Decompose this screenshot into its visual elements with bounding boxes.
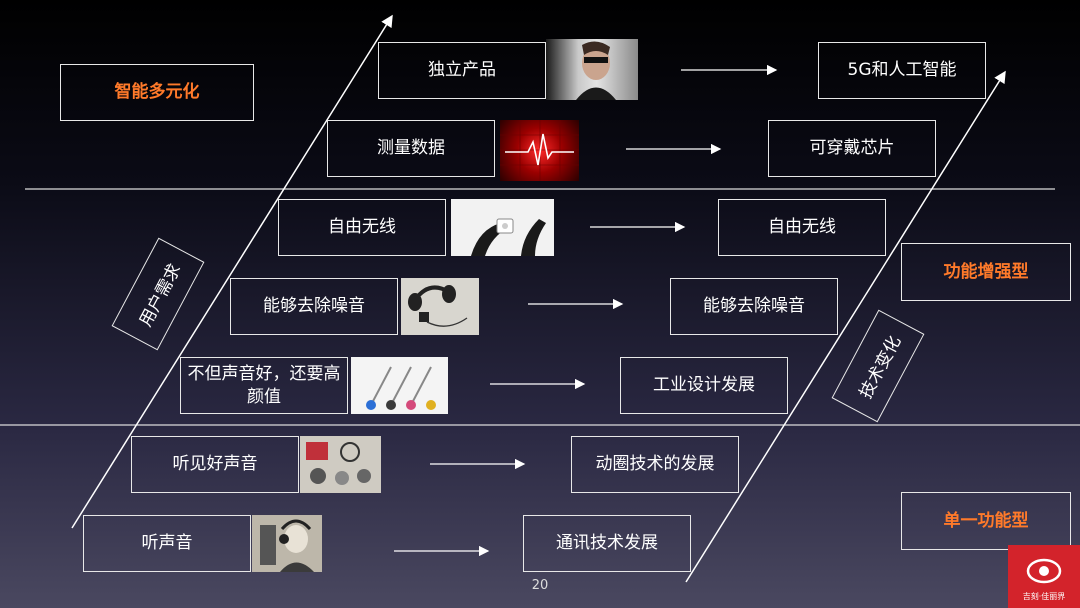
noise-cancelling-headphones-photo (401, 278, 479, 335)
need-box-1: 独立产品 (378, 42, 546, 99)
user-needs-axis (71, 14, 393, 529)
hand-with-earbuds-photo (451, 199, 554, 256)
tech-box-2: 可穿戴芯片 (768, 120, 936, 177)
headphone-parts-photo (300, 436, 381, 493)
tech-box-1: 5G和人工智能 (818, 42, 986, 99)
brand-logo: 吉刻·佳丽界 (1008, 545, 1080, 608)
page-number: 20 (531, 578, 549, 593)
vintage-headphones-woman-photo (252, 515, 322, 572)
need-box-7: 听声音 (83, 515, 251, 572)
category-single: 单一功能型 (901, 492, 1071, 550)
heartbeat-pulse-image (500, 120, 579, 181)
colorful-headphones-photo (351, 357, 448, 414)
tech-box-7: 通讯技术发展 (523, 515, 691, 572)
tech-box-5: 工业设计发展 (620, 357, 788, 414)
tech-box-6: 动圈技术的发展 (571, 436, 739, 493)
tech-box-3: 自由无线 (718, 199, 886, 256)
category-enhanced: 功能增强型 (901, 243, 1071, 301)
man-with-glasses-photo (546, 39, 638, 100)
category-smart: 智能多元化 (60, 64, 254, 121)
need-box-6: 听见好声音 (131, 436, 299, 493)
brand-text: 吉刻·佳丽界 (1022, 592, 1066, 601)
need-box-2: 测量数据 (327, 120, 495, 177)
tech-box-4: 能够去除噪音 (670, 278, 838, 335)
tech-change-axis (685, 70, 1006, 583)
need-box-4: 能够去除噪音 (230, 278, 398, 335)
need-box-3: 自由无线 (278, 199, 446, 256)
need-box-5: 不但声音好，还要高颜值 (180, 357, 348, 414)
